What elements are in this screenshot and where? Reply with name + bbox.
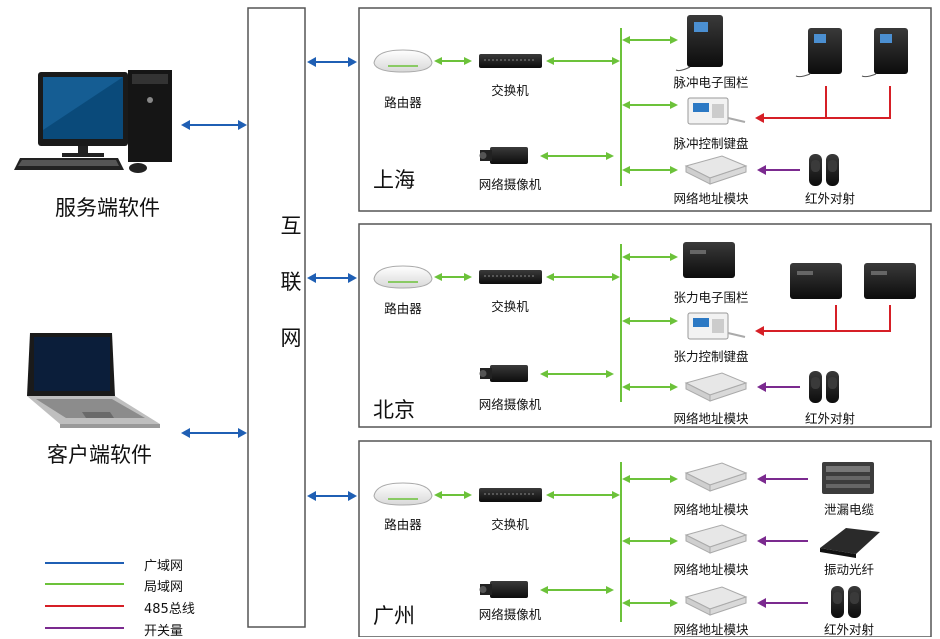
sensor-label: 红外对射	[823, 622, 875, 637]
lan-link	[434, 491, 472, 499]
server-software-label: 服务端软件	[55, 196, 160, 220]
keypad-icon	[687, 312, 746, 340]
camera-label: 网络摄像机	[478, 177, 542, 192]
site-box-guangzhou	[358, 440, 932, 637]
lan-link	[434, 57, 472, 65]
lan-link	[546, 491, 620, 499]
lan-link	[622, 599, 678, 607]
address-module-icon	[684, 586, 748, 616]
lan-link	[546, 57, 620, 65]
wan-link-beijing	[307, 273, 357, 283]
internet-label-char: 互	[280, 214, 302, 238]
legend-label: 广域网	[144, 559, 184, 574]
site-box-beijing	[358, 223, 932, 428]
switch-icon	[479, 270, 542, 284]
infrared-sensor-icon	[809, 154, 839, 186]
switch-io-link	[757, 165, 800, 175]
router-icon	[373, 482, 433, 506]
router-label: 路由器	[384, 301, 422, 316]
lan-link	[622, 475, 678, 483]
module-label: 网络地址模块	[673, 622, 749, 637]
switch-io-link	[757, 598, 808, 608]
router-label: 路由器	[384, 95, 422, 110]
lan-link	[622, 166, 678, 174]
keypad-label: 脉冲控制键盘	[673, 136, 749, 151]
sensor-label: 泄漏电缆	[823, 502, 875, 517]
address-module-icon	[684, 372, 748, 402]
city-label-beijing: 北京	[373, 398, 415, 422]
leaky-cable-sensor-icon	[822, 462, 874, 494]
lan-link	[540, 586, 614, 594]
server-computer-icon	[14, 70, 172, 173]
wan-link-client	[181, 428, 247, 438]
lan-link	[546, 273, 620, 281]
pulse-fence-icon	[795, 28, 842, 78]
sensor-label: 振动光纤	[823, 562, 875, 577]
internet-label-char: 联	[280, 270, 302, 294]
fence-label: 张力电子围栏	[673, 290, 749, 305]
camera-icon	[479, 147, 528, 164]
lan-link	[622, 383, 678, 391]
wan-link-shanghai	[307, 57, 357, 67]
switch-label: 交换机	[491, 299, 529, 314]
address-module-icon	[684, 462, 748, 492]
lan-link	[540, 370, 614, 378]
tension-fence-icon	[790, 263, 842, 299]
keypad-icon	[687, 97, 746, 125]
address-module-icon	[684, 155, 748, 185]
sensor-label: 红外对射	[804, 191, 856, 206]
city-label-guangzhou: 广州	[373, 604, 415, 628]
router-icon	[373, 49, 433, 73]
rs485-bus	[755, 305, 891, 336]
router-label: 路由器	[384, 517, 422, 532]
laptop-icon	[27, 333, 160, 428]
module-label: 网络地址模块	[673, 562, 749, 577]
client-software-label: 客户端软件	[47, 443, 152, 467]
switch-icon	[479, 488, 542, 502]
legend-label: 局域网	[144, 580, 184, 595]
module-label: 网络地址模块	[673, 411, 749, 426]
camera-icon	[479, 581, 528, 598]
infrared-sensor-icon	[809, 371, 839, 403]
lan-link	[434, 273, 472, 281]
tension-fence-icon	[683, 242, 735, 278]
camera-label: 网络摄像机	[478, 607, 542, 622]
module-label: 网络地址模块	[673, 502, 749, 517]
fence-label: 脉冲电子围栏	[673, 75, 749, 90]
internet-box	[247, 7, 306, 628]
sensor-label: 红外对射	[804, 411, 856, 426]
switch-icon	[479, 54, 542, 68]
switch-label: 交换机	[491, 517, 529, 532]
keypad-label: 张力控制键盘	[673, 349, 749, 364]
wan-link-guangzhou	[307, 491, 357, 501]
address-module-icon	[684, 524, 748, 554]
legend-label: 485总线	[144, 602, 195, 617]
internet-label-char: 网	[280, 326, 302, 350]
switch-io-link	[757, 536, 808, 546]
switch-io-link	[757, 382, 800, 392]
tension-fence-icon	[864, 263, 916, 299]
lan-link	[622, 253, 678, 261]
lan-link	[540, 152, 614, 160]
legend-label: 开关量	[144, 624, 184, 639]
lan-link	[622, 537, 678, 545]
pulse-fence-icon	[675, 15, 723, 72]
lan-link	[622, 36, 678, 44]
camera-label: 网络摄像机	[478, 397, 542, 412]
camera-icon	[479, 365, 528, 382]
pulse-fence-icon	[861, 28, 908, 78]
site-box-shanghai	[358, 7, 932, 212]
rs485-bus	[755, 86, 891, 123]
infrared-sensor-icon	[831, 586, 861, 618]
router-icon	[373, 265, 433, 289]
vibration-fiber-sensor-icon	[820, 528, 880, 558]
lan-link	[622, 101, 678, 109]
module-label: 网络地址模块	[673, 191, 749, 206]
wan-link-server	[181, 120, 247, 130]
switch-io-link	[757, 474, 808, 484]
lan-link	[622, 317, 678, 325]
switch-label: 交换机	[491, 83, 529, 98]
city-label-shanghai: 上海	[373, 168, 415, 192]
